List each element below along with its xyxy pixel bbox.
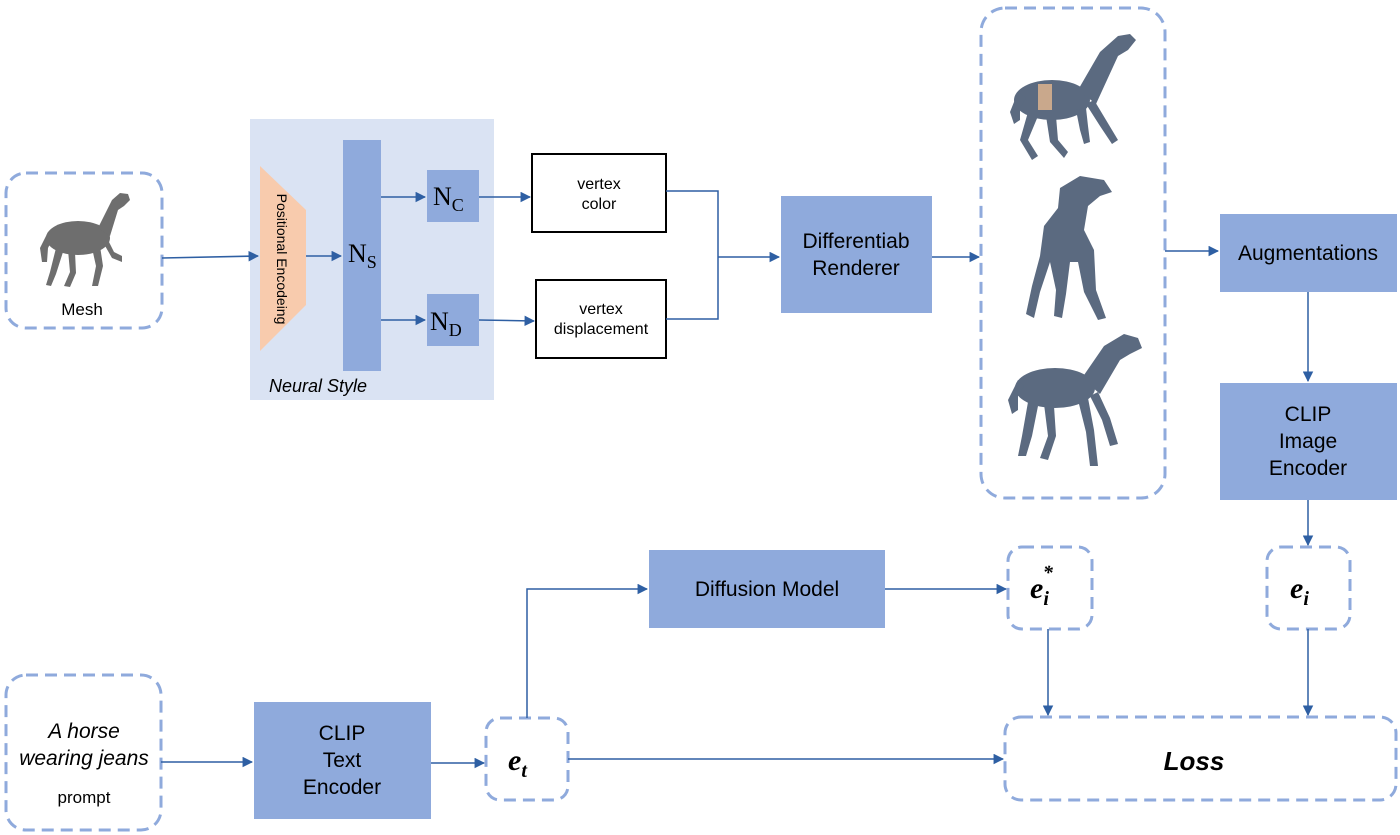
rendered-horse-walking-icon — [1008, 334, 1142, 466]
rendered-horse-front-icon — [1026, 176, 1112, 320]
prompt-box — [4, 673, 163, 832]
nc-network-box — [427, 170, 479, 222]
augmentations-label: Augmentations — [1238, 242, 1378, 265]
emb-text-label: et — [508, 744, 528, 782]
prompt-line1: A horse — [46, 720, 120, 743]
connector-vertex-displacement — [666, 257, 719, 320]
positional-encoding-block — [260, 166, 306, 351]
prompt-line2: wearing jeans — [19, 747, 149, 770]
clip-image-encoder-line1: CLIP — [1285, 403, 1332, 426]
renderer-line2: Renderer — [812, 257, 900, 280]
arrow-mesh-to-pe — [161, 250, 260, 262]
vertex-color-line2: color — [582, 196, 617, 213]
vertex-color-line1: vertex — [577, 176, 621, 193]
mesh-box — [4, 171, 164, 330]
loss-box — [1003, 715, 1398, 802]
rendered-views-panel — [979, 6, 1167, 500]
nc-label: NC — [433, 182, 464, 215]
nd-network-box — [427, 294, 479, 346]
clip-text-encoder-line2: Text — [323, 749, 362, 772]
emb-image-star-box — [1006, 545, 1094, 631]
nd-label: ND — [430, 307, 462, 340]
emb-text-box — [484, 716, 570, 802]
rendered-horse-side-icon — [1010, 34, 1136, 160]
renderer-box — [781, 196, 932, 313]
clip-image-encoder-box — [1220, 383, 1397, 500]
ns-network-box — [343, 140, 381, 371]
clip-text-encoder-line1: CLIP — [319, 722, 366, 745]
prompt-caption: prompt — [58, 788, 111, 807]
connector-vertex-color — [666, 190, 719, 257]
vertex-displacement-box — [535, 279, 667, 359]
positional-encoding-label: Positional Encodeing — [274, 194, 290, 325]
diffusion-model-label: Diffusion Model — [695, 578, 839, 601]
neural-style-caption: Neural Style — [269, 376, 367, 396]
loss-label: Loss — [1164, 746, 1225, 776]
diffusion-model-box — [649, 550, 885, 628]
clip-text-encoder-box — [254, 702, 431, 819]
mesh-label: Mesh — [61, 300, 103, 319]
renderer-line1: Differentiab — [802, 230, 909, 253]
arrow-et-to-diffusion — [526, 583, 649, 718]
vertex-displacement-line1: vertex — [579, 301, 623, 318]
clip-image-encoder-line2: Image — [1279, 430, 1337, 453]
ns-label: NS — [348, 239, 377, 272]
augmentations-box — [1220, 214, 1397, 292]
vertex-displacement-line2: displacement — [554, 321, 649, 338]
clip-text-encoder-line3: Encoder — [303, 776, 381, 799]
mesh-horse-icon — [40, 193, 130, 287]
vertex-color-box — [531, 153, 667, 233]
emb-image-label: ei — [1290, 572, 1309, 610]
emb-image-star-label: ei* — [1030, 562, 1054, 610]
arrow-nd-to-vertex-displacement — [478, 315, 536, 327]
clip-image-encoder-line3: Encoder — [1269, 457, 1347, 480]
